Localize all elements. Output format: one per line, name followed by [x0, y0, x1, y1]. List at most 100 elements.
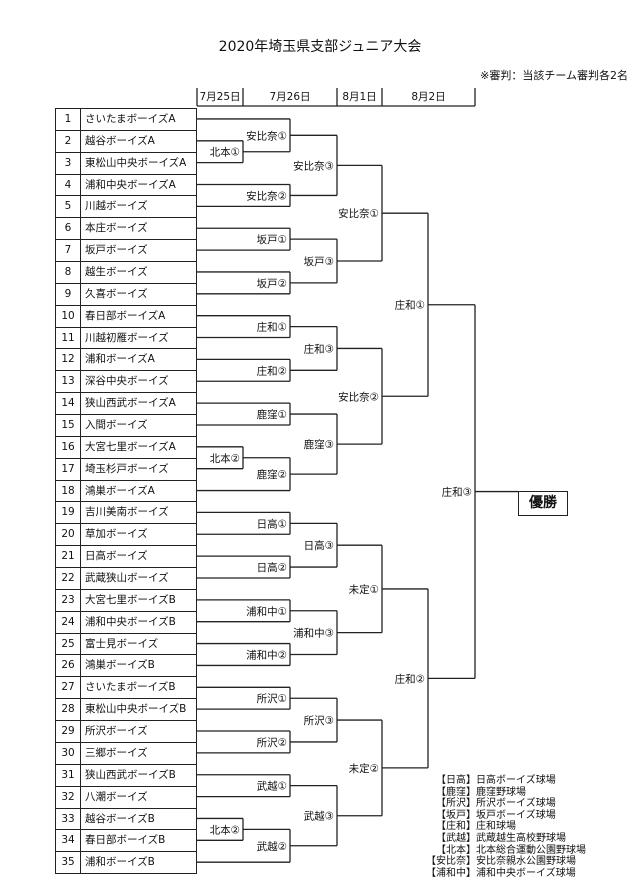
date-header-0726: 7月26日	[269, 91, 311, 103]
venue-code: 【所沢】	[436, 798, 476, 810]
team-number: 34	[56, 830, 81, 852]
team-number: 20	[56, 524, 81, 546]
match-label: 坂戸②	[257, 278, 287, 290]
venue-name: 日高ボーイズ球場	[476, 775, 556, 786]
team-number: 27	[56, 677, 81, 699]
team-number: 14	[56, 393, 81, 415]
team-name: 川越ボーイズ	[85, 200, 148, 213]
legend-item: 【日高】日高ボーイズ球場	[418, 775, 586, 787]
team-number: 9	[56, 283, 81, 305]
team-name: 東松山中央ボーイズA	[85, 156, 187, 169]
team-number: 13	[56, 371, 81, 393]
champion-box: 優勝	[518, 491, 568, 516]
team-name: 大宮七里ボーイズA	[85, 440, 176, 453]
team-name: 本庄ボーイズ	[85, 222, 148, 235]
venue-code: 【安比奈】	[426, 856, 476, 868]
team-name: 越生ボーイズ	[85, 266, 148, 279]
match-label: 日高③	[304, 539, 334, 552]
venue-name: 武蔵越生高校野球場	[476, 832, 566, 844]
team-name: 浦和中央ボーイズB	[85, 615, 176, 628]
date-header-0802: 8月2日	[411, 91, 446, 103]
team-name: 所沢ボーイズ	[85, 725, 148, 738]
team-name: 三郷ボーイズ	[85, 746, 148, 759]
legend-item: 【浦和中】浦和中央ボーイズ球場	[418, 868, 586, 880]
team-number: 33	[56, 808, 81, 830]
match-label: 庄和③	[442, 486, 472, 499]
venue-code: 【鹿窪】	[436, 786, 476, 798]
match-label: 庄和③	[304, 342, 334, 355]
team-number: 19	[56, 502, 81, 524]
team-name: 浦和ボーイズA	[85, 353, 155, 366]
match-label: 北本②	[210, 823, 240, 836]
venue-name: 坂戸ボーイズ球場	[476, 809, 556, 821]
match-label: 所沢②	[257, 736, 287, 749]
team-name: 大宮七里ボーイズB	[85, 593, 176, 606]
legend-item: 【北本】北本総合運動公園野球場	[418, 845, 586, 857]
legend-item: 【庄和】庄和球場	[418, 821, 586, 833]
team-name: 吉川美南ボーイズ	[85, 506, 169, 519]
team-row: 19 吉川美南ボーイズ	[55, 502, 197, 525]
match-label: 武越②	[257, 840, 287, 853]
team-number: 8	[56, 262, 81, 283]
team-row: 28 東松山中央ボーイズB	[55, 699, 197, 722]
match-label: 鹿窪①	[257, 408, 287, 421]
team-number: 28	[56, 699, 81, 721]
match-label: 安比奈②	[246, 189, 287, 202]
venue-name: 所沢ボーイズ球場	[476, 798, 556, 810]
team-row: 29 所沢ボーイズ	[55, 721, 197, 743]
team-row: 14 狭山西武ボーイズA	[55, 393, 197, 416]
match-label: 庄和②	[395, 672, 425, 685]
team-name: 入間ボーイズ	[85, 419, 148, 432]
team-number: 31	[56, 764, 81, 786]
team-number: 23	[56, 589, 81, 611]
team-number: 3	[56, 152, 81, 174]
venue-name: 安比奈親水公園野球場	[476, 856, 576, 868]
match-label: 鹿窪③	[304, 438, 334, 451]
team-row: 26 鴻巣ボーイズB	[55, 655, 197, 678]
venue-code: 【北本】	[436, 844, 476, 856]
team-name: 東松山中央ボーイズB	[85, 703, 187, 716]
team-name: 春日部ボーイズB	[85, 834, 166, 847]
match-label: 安比奈③	[293, 159, 334, 172]
legend-item: 【所沢】所沢ボーイズ球場	[418, 798, 586, 810]
venue-name: 鹿窪野球場	[476, 786, 526, 798]
match-label: 北本①	[210, 146, 240, 159]
match-label: 日高②	[257, 561, 287, 574]
umpire-note: ※審判：当該チーム審判各2名	[480, 69, 628, 82]
team-name: 武蔵狭山ボーイズ	[85, 572, 169, 585]
legend-item: 【坂戸】坂戸ボーイズ球場	[418, 810, 586, 822]
match-label: 浦和中③	[293, 627, 334, 640]
match-label: 未定②	[349, 762, 379, 775]
team-name: 深谷中央ボーイズ	[85, 375, 169, 388]
team-row: 8 越生ボーイズ	[55, 262, 197, 284]
match-label: 安比奈①	[338, 207, 379, 220]
venue-code: 【武越】	[436, 832, 476, 844]
team-number: 29	[56, 721, 81, 742]
venue-name: 北本総合運動公園野球場	[476, 844, 586, 856]
team-name: 鴻巣ボーイズB	[85, 659, 155, 672]
team-number: 10	[56, 305, 81, 327]
match-label: 浦和中①	[246, 605, 287, 618]
team-number: 2	[56, 130, 81, 152]
team-number: 26	[56, 655, 81, 677]
date-header-0725: 7月25日	[199, 91, 241, 103]
match-label: 所沢①	[257, 692, 287, 705]
team-name: 富士見ボーイズ	[85, 637, 159, 650]
team-row: 13 深谷中央ボーイズ	[55, 371, 197, 394]
team-name: 狭山西武ボーイズA	[85, 397, 176, 410]
team-name: 浦和ボーイズB	[85, 856, 155, 869]
